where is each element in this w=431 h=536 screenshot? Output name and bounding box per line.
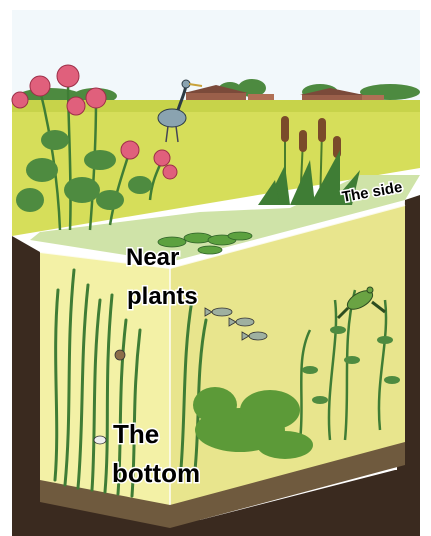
snail-icon — [115, 350, 125, 360]
label-near-plants-line1: Near — [126, 244, 179, 271]
label-the-bottom-line1: The — [113, 419, 159, 449]
label-the-bottom-line2: bottom — [112, 458, 200, 488]
label-near-plants-line2: plants — [127, 283, 198, 310]
soil-left — [12, 236, 40, 536]
beetle-icon — [94, 436, 106, 444]
